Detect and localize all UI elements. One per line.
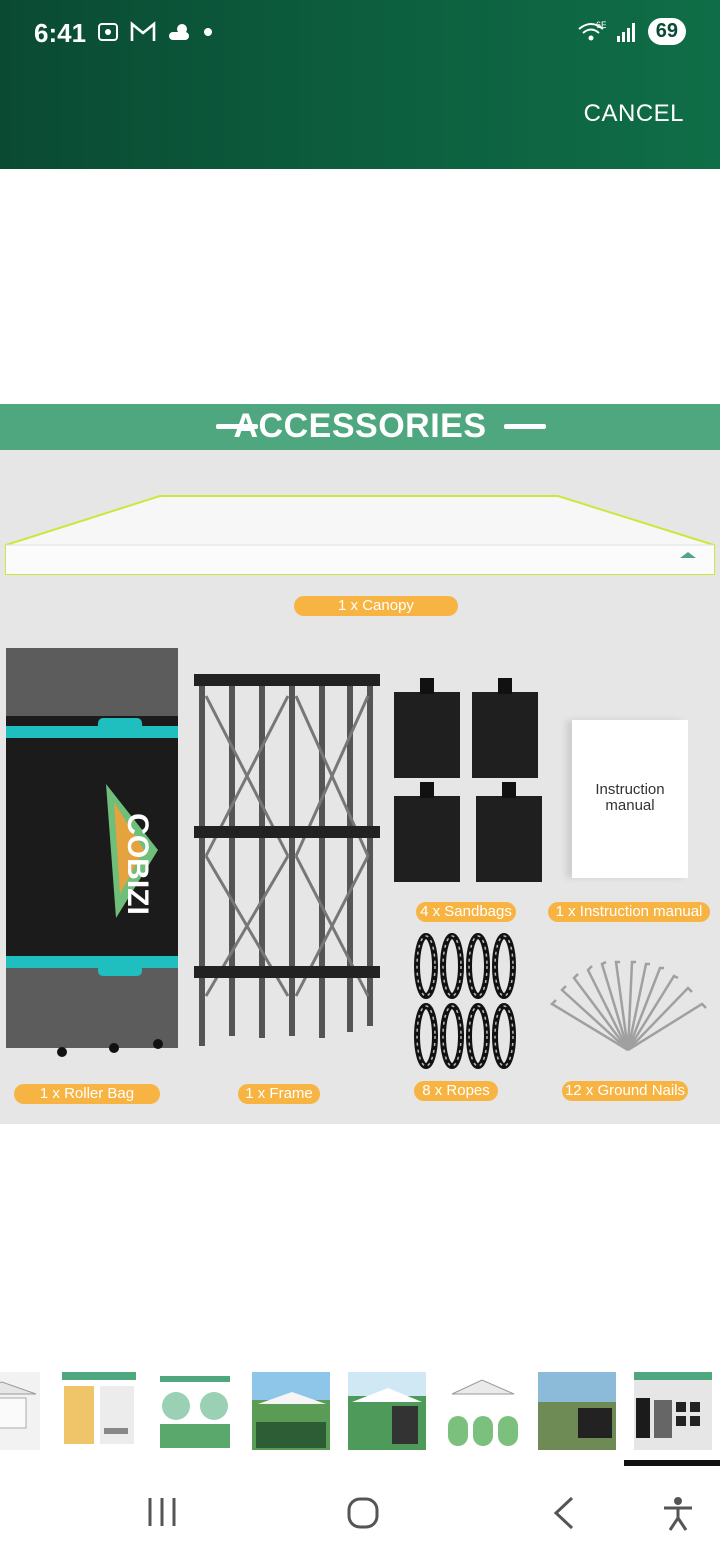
banner-title: ACCESSORIES (233, 407, 487, 445)
product-image[interactable]: ACCESSORIES 1 x Canopy COBIZI (0, 404, 720, 1124)
accessibility-icon[interactable] (662, 1496, 694, 1532)
status-time: 6:41 (34, 18, 87, 48)
sandbag-2 (472, 678, 538, 778)
ground-nails-label: 12 x Ground Nails (562, 1081, 688, 1101)
header: 6:41 6E 69 CANCEL (0, 0, 720, 169)
battery-level: 69 (647, 18, 686, 45)
thumbnail-strip (0, 1372, 720, 1450)
roller-bag-logo: COBIZI (121, 813, 154, 915)
sandbag-handle (420, 782, 434, 798)
thumbnail-5[interactable] (348, 1372, 426, 1450)
frame-illustration (194, 674, 380, 1046)
sandbag-4 (476, 782, 542, 882)
home-icon[interactable] (346, 1496, 380, 1530)
sandbag-handle (502, 782, 516, 798)
sandbag-1 (394, 678, 460, 778)
recent-apps-icon[interactable] (146, 1496, 178, 1530)
instruction-manual-illustration: Instruction manual (572, 720, 688, 878)
frame-label: 1 x Frame (238, 1084, 320, 1104)
thumbnail-7[interactable] (538, 1372, 616, 1450)
signal-icon (616, 22, 635, 42)
roller-bag-label: 1 x Roller Bag (14, 1084, 160, 1104)
thumbnail-2[interactable] (60, 1372, 138, 1450)
sandbag-handle (498, 678, 512, 694)
network-type: 6E (596, 20, 606, 30)
sandbag-3 (394, 782, 460, 882)
thumbnail-6[interactable] (444, 1372, 522, 1450)
back-icon[interactable] (552, 1496, 576, 1530)
thumbnail-8-selected[interactable] (634, 1372, 712, 1450)
status-bar: 6:41 6E 69 (0, 0, 720, 70)
sandbags-label: 4 x Sandbags (416, 902, 516, 922)
ropes-label: 8 x Ropes (414, 1081, 498, 1101)
weather-icon (169, 24, 189, 40)
ground-nails-illustration (549, 960, 707, 1052)
thumbnail-1[interactable] (0, 1372, 40, 1450)
thumbnail-3[interactable] (156, 1372, 234, 1450)
sandbag-handle (420, 678, 434, 694)
banner-dash-left (216, 424, 258, 429)
accessories-banner: ACCESSORIES (0, 404, 720, 450)
selected-thumbnail-indicator (624, 1460, 720, 1466)
system-status: 6E 69 (576, 18, 686, 45)
gmail-icon (130, 21, 156, 41)
cancel-button[interactable]: CANCEL (583, 100, 684, 127)
system-navigation-bar (0, 1470, 720, 1560)
banner-dash-right (504, 424, 546, 429)
screenshot-icon (98, 23, 118, 41)
dot-icon (204, 28, 212, 36)
canopy-label: 1 x Canopy (294, 596, 458, 616)
manual-cover-text: Instruction manual (595, 781, 665, 814)
thumbnail-4[interactable] (252, 1372, 330, 1450)
notification-icons (96, 20, 214, 44)
canopy-illustration (5, 495, 715, 575)
roller-bag-illustration: COBIZI (6, 648, 178, 1057)
wifi-icon: 6E (578, 20, 606, 40)
ropes-illustration (414, 933, 516, 1069)
manual-label: 1 x Instruction manual (548, 902, 710, 922)
